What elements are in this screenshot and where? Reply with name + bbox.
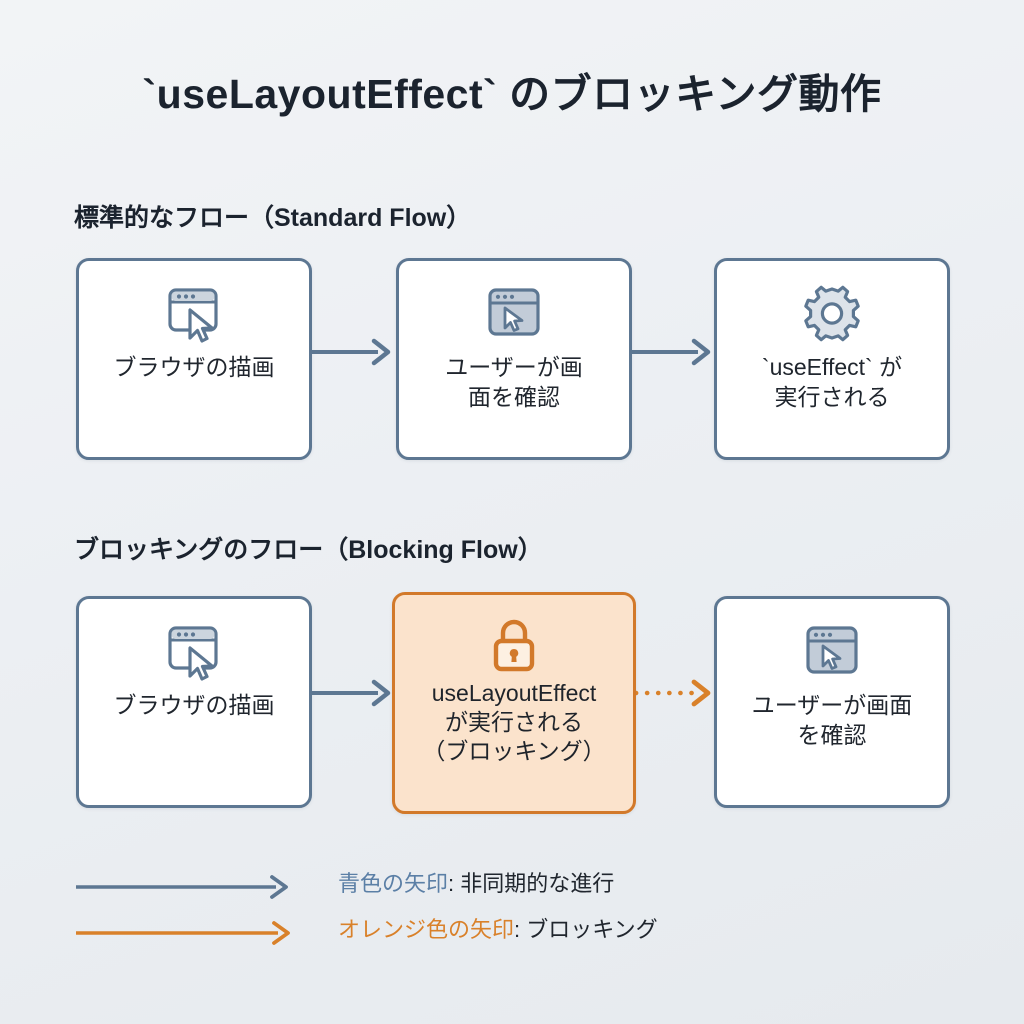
flow-node-label: ブラウザの描画 [113, 692, 275, 718]
legend-separator: : [448, 871, 461, 896]
flow-arrow-blocking-1 [312, 678, 398, 713]
flow-row-standard: ブラウザの描画 ユーザーが画 面を確認 `useEffect` が 実行される [0, 258, 1024, 464]
flow-node-user-sees-screen-blocking[interactable]: ユーザーが画面 を確認 [714, 596, 950, 808]
browser-cursor-outline-icon [162, 621, 226, 685]
page-title: `useLayoutEffect` のブロッキング動作 [142, 71, 882, 117]
legend: 青色の矢印: 非同期的な進行 オレンジ色の矢印: ブロッキング [76, 868, 776, 960]
flow-node-label: ユーザーが画面 を確認 [751, 692, 913, 748]
flow-arrow-standard-1 [312, 337, 398, 372]
legend-value-blue: 非同期的な進行 [460, 871, 615, 896]
section-heading-blocking: ブロッキングのフロー（Blocking Flow） [74, 536, 543, 564]
legend-label-orange: オレンジ色の矢印: ブロッキング [338, 914, 658, 946]
section-heading-standard: 標準的なフロー（Standard Flow） [74, 204, 472, 232]
flow-node-label: `useEffect` が 実行される [761, 354, 903, 410]
flow-row-blocking: ブラウザの描画 useLayoutEffect が実行される （ブロッキング） … [0, 592, 1024, 814]
orange-solid-arrow-swatch-icon [76, 920, 302, 951]
blue-solid-arrow-swatch-icon [76, 874, 302, 905]
flow-arrow-blocking-2-dotted [633, 678, 722, 713]
legend-key-blue: 青色の矢印 [338, 871, 449, 896]
browser-cursor-outline-icon [162, 283, 226, 347]
flow-node-useeffect-runs[interactable]: `useEffect` が 実行される [714, 258, 950, 460]
legend-value-orange: ブロッキング [526, 917, 658, 942]
legend-key-orange: オレンジ色の矢印 [338, 917, 515, 942]
flow-node-label: useLayoutEffect が実行される （ブロッキング） [422, 680, 606, 765]
flow-node-browser-paint[interactable]: ブラウザの描画 [76, 258, 312, 460]
flow-node-user-sees-screen[interactable]: ユーザーが画 面を確認 [396, 258, 632, 460]
flow-node-uselayouteffect-blocking[interactable]: useLayoutEffect が実行される （ブロッキング） [392, 592, 636, 814]
legend-row-orange: オレンジ色の矢印: ブロッキング [76, 914, 776, 960]
flow-node-browser-paint-blocking[interactable]: ブラウザの描画 [76, 596, 312, 808]
browser-cursor-filled-icon [802, 621, 862, 685]
gear-icon [801, 283, 863, 347]
flow-arrow-standard-2 [632, 337, 718, 372]
legend-label-blue: 青色の矢印: 非同期的な進行 [338, 868, 614, 900]
lock-icon [486, 615, 542, 677]
legend-separator: : [514, 917, 527, 942]
browser-cursor-filled-icon [484, 283, 544, 347]
flow-node-label: ブラウザの描画 [113, 354, 275, 380]
legend-row-blue: 青色の矢印: 非同期的な進行 [76, 868, 776, 914]
flow-node-label: ユーザーが画 面を確認 [445, 354, 583, 410]
